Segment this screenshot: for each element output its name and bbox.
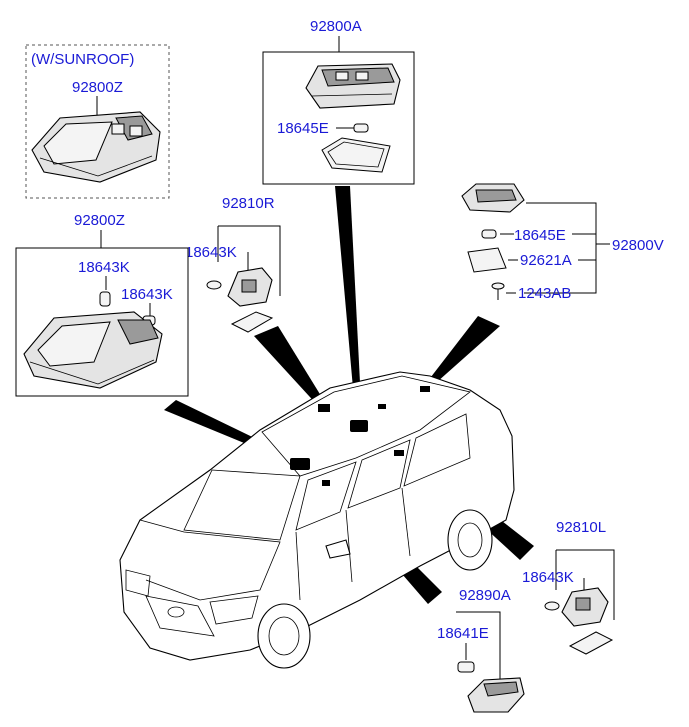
- leader-92810R-right: [218, 225, 281, 296]
- group-92800A: 92800A 18645E: [262, 18, 415, 185]
- label-92800Z[interactable]: 92800Z: [74, 212, 125, 229]
- group-92810R: 92810R 18643K: [185, 195, 281, 333]
- map-lamp-92800A: [305, 63, 401, 109]
- sunroof-dashed-frame: [25, 44, 170, 199]
- vehicle-marker-cargo: [322, 480, 330, 486]
- vehicle-door-line-3: [401, 487, 411, 557]
- bulb-18645E-top: [353, 123, 369, 133]
- label-18643K-a[interactable]: 18643K: [78, 259, 130, 276]
- sunroof-group: (W/SUNROOF) 92800Z: [25, 44, 170, 199]
- vehicle-window-front: [295, 461, 357, 531]
- vehicle-hood: [139, 519, 281, 601]
- vehicle-rear-hub: [457, 522, 483, 558]
- overhead-console-92800Z: [23, 311, 163, 389]
- vehicle-marker-center: [350, 420, 368, 432]
- vehicle-marker-rear: [420, 386, 430, 392]
- bulb-18643K-a: [99, 291, 111, 307]
- bulb-18645E-right: [481, 229, 497, 239]
- label-92890A[interactable]: 92890A: [459, 587, 511, 604]
- lens-92800A: [321, 137, 391, 173]
- overhead-console-sunroof: [31, 111, 161, 183]
- vehicle-body: [119, 371, 515, 661]
- label-18645E-top[interactable]: 18645E: [277, 120, 329, 137]
- vehicle-door-line-2: [345, 509, 353, 583]
- vehicle-front-hub: [268, 616, 300, 656]
- group-92890A: 92890A 18641E: [437, 587, 525, 713]
- vehicle-marker-small: [378, 404, 386, 409]
- vehicle-roof: [261, 375, 471, 477]
- room-lamp-92800V: [461, 183, 525, 213]
- sunroof-note: (W/SUNROOF): [31, 51, 134, 68]
- label-92621A[interactable]: 92621A: [520, 252, 572, 269]
- bracket-92800V: [524, 202, 597, 294]
- vehicle-mirror: [325, 539, 351, 559]
- vehicle-door-line-1: [295, 531, 301, 601]
- vanity-lamp-92810R: [206, 267, 273, 307]
- screw-1243AB: [491, 282, 505, 300]
- leader-92810L-right: [556, 549, 615, 620]
- group-92800V: 92800V 18645E 92621A 1243AB: [461, 183, 664, 302]
- vehicle-front-wheel: [257, 603, 311, 669]
- leader-92890A: [456, 611, 501, 688]
- vehicle-window-quarter: [403, 413, 471, 487]
- wedge-92810R: [254, 326, 326, 408]
- cargo-lamp-92890A: [467, 677, 525, 713]
- vehicle-rear-wheel: [447, 509, 493, 571]
- label-18643K-b[interactable]: 18643K: [121, 286, 173, 303]
- vehicle-marker-front: [290, 458, 310, 470]
- label-18643K-92810R[interactable]: 18643K: [185, 244, 237, 261]
- vehicle-headlamp-left: [125, 569, 151, 597]
- label-92800Z-sunroof[interactable]: 92800Z: [72, 79, 123, 96]
- vehicle-marker-right-vanity: [318, 404, 330, 412]
- wedge-92800A: [335, 186, 362, 422]
- lens-92621A: [467, 247, 507, 273]
- vehicle-window-rear: [347, 439, 411, 509]
- wedge-92800V: [424, 316, 500, 390]
- label-18643K-92810L[interactable]: 18643K: [522, 569, 574, 586]
- bulb-18641E: [457, 661, 475, 673]
- label-18641E[interactable]: 18641E: [437, 625, 489, 642]
- group-92800Z: 92800Z 18643K 18643K: [15, 212, 189, 397]
- vehicle-illustration: [119, 371, 515, 669]
- label-92810R[interactable]: 92810R: [222, 195, 275, 212]
- vehicle-marker-left-vanity: [394, 450, 404, 456]
- vehicle-headlamp-right: [209, 595, 259, 625]
- vehicle-emblem: [167, 606, 185, 618]
- group-92810L: 92810L 18643K: [522, 519, 615, 655]
- label-1243AB[interactable]: 1243AB: [518, 285, 571, 302]
- lens-92810R: [230, 311, 274, 333]
- lens-92810L: [568, 631, 614, 655]
- label-92800A[interactable]: 92800A: [310, 18, 362, 35]
- vanity-lamp-92810L: [544, 587, 609, 627]
- vehicle-windshield: [183, 469, 301, 541]
- label-92810L[interactable]: 92810L: [556, 519, 606, 536]
- vehicle-grille: [145, 595, 215, 637]
- label-92800V[interactable]: 92800V: [612, 237, 664, 254]
- label-18645E-right[interactable]: 18645E: [514, 227, 566, 244]
